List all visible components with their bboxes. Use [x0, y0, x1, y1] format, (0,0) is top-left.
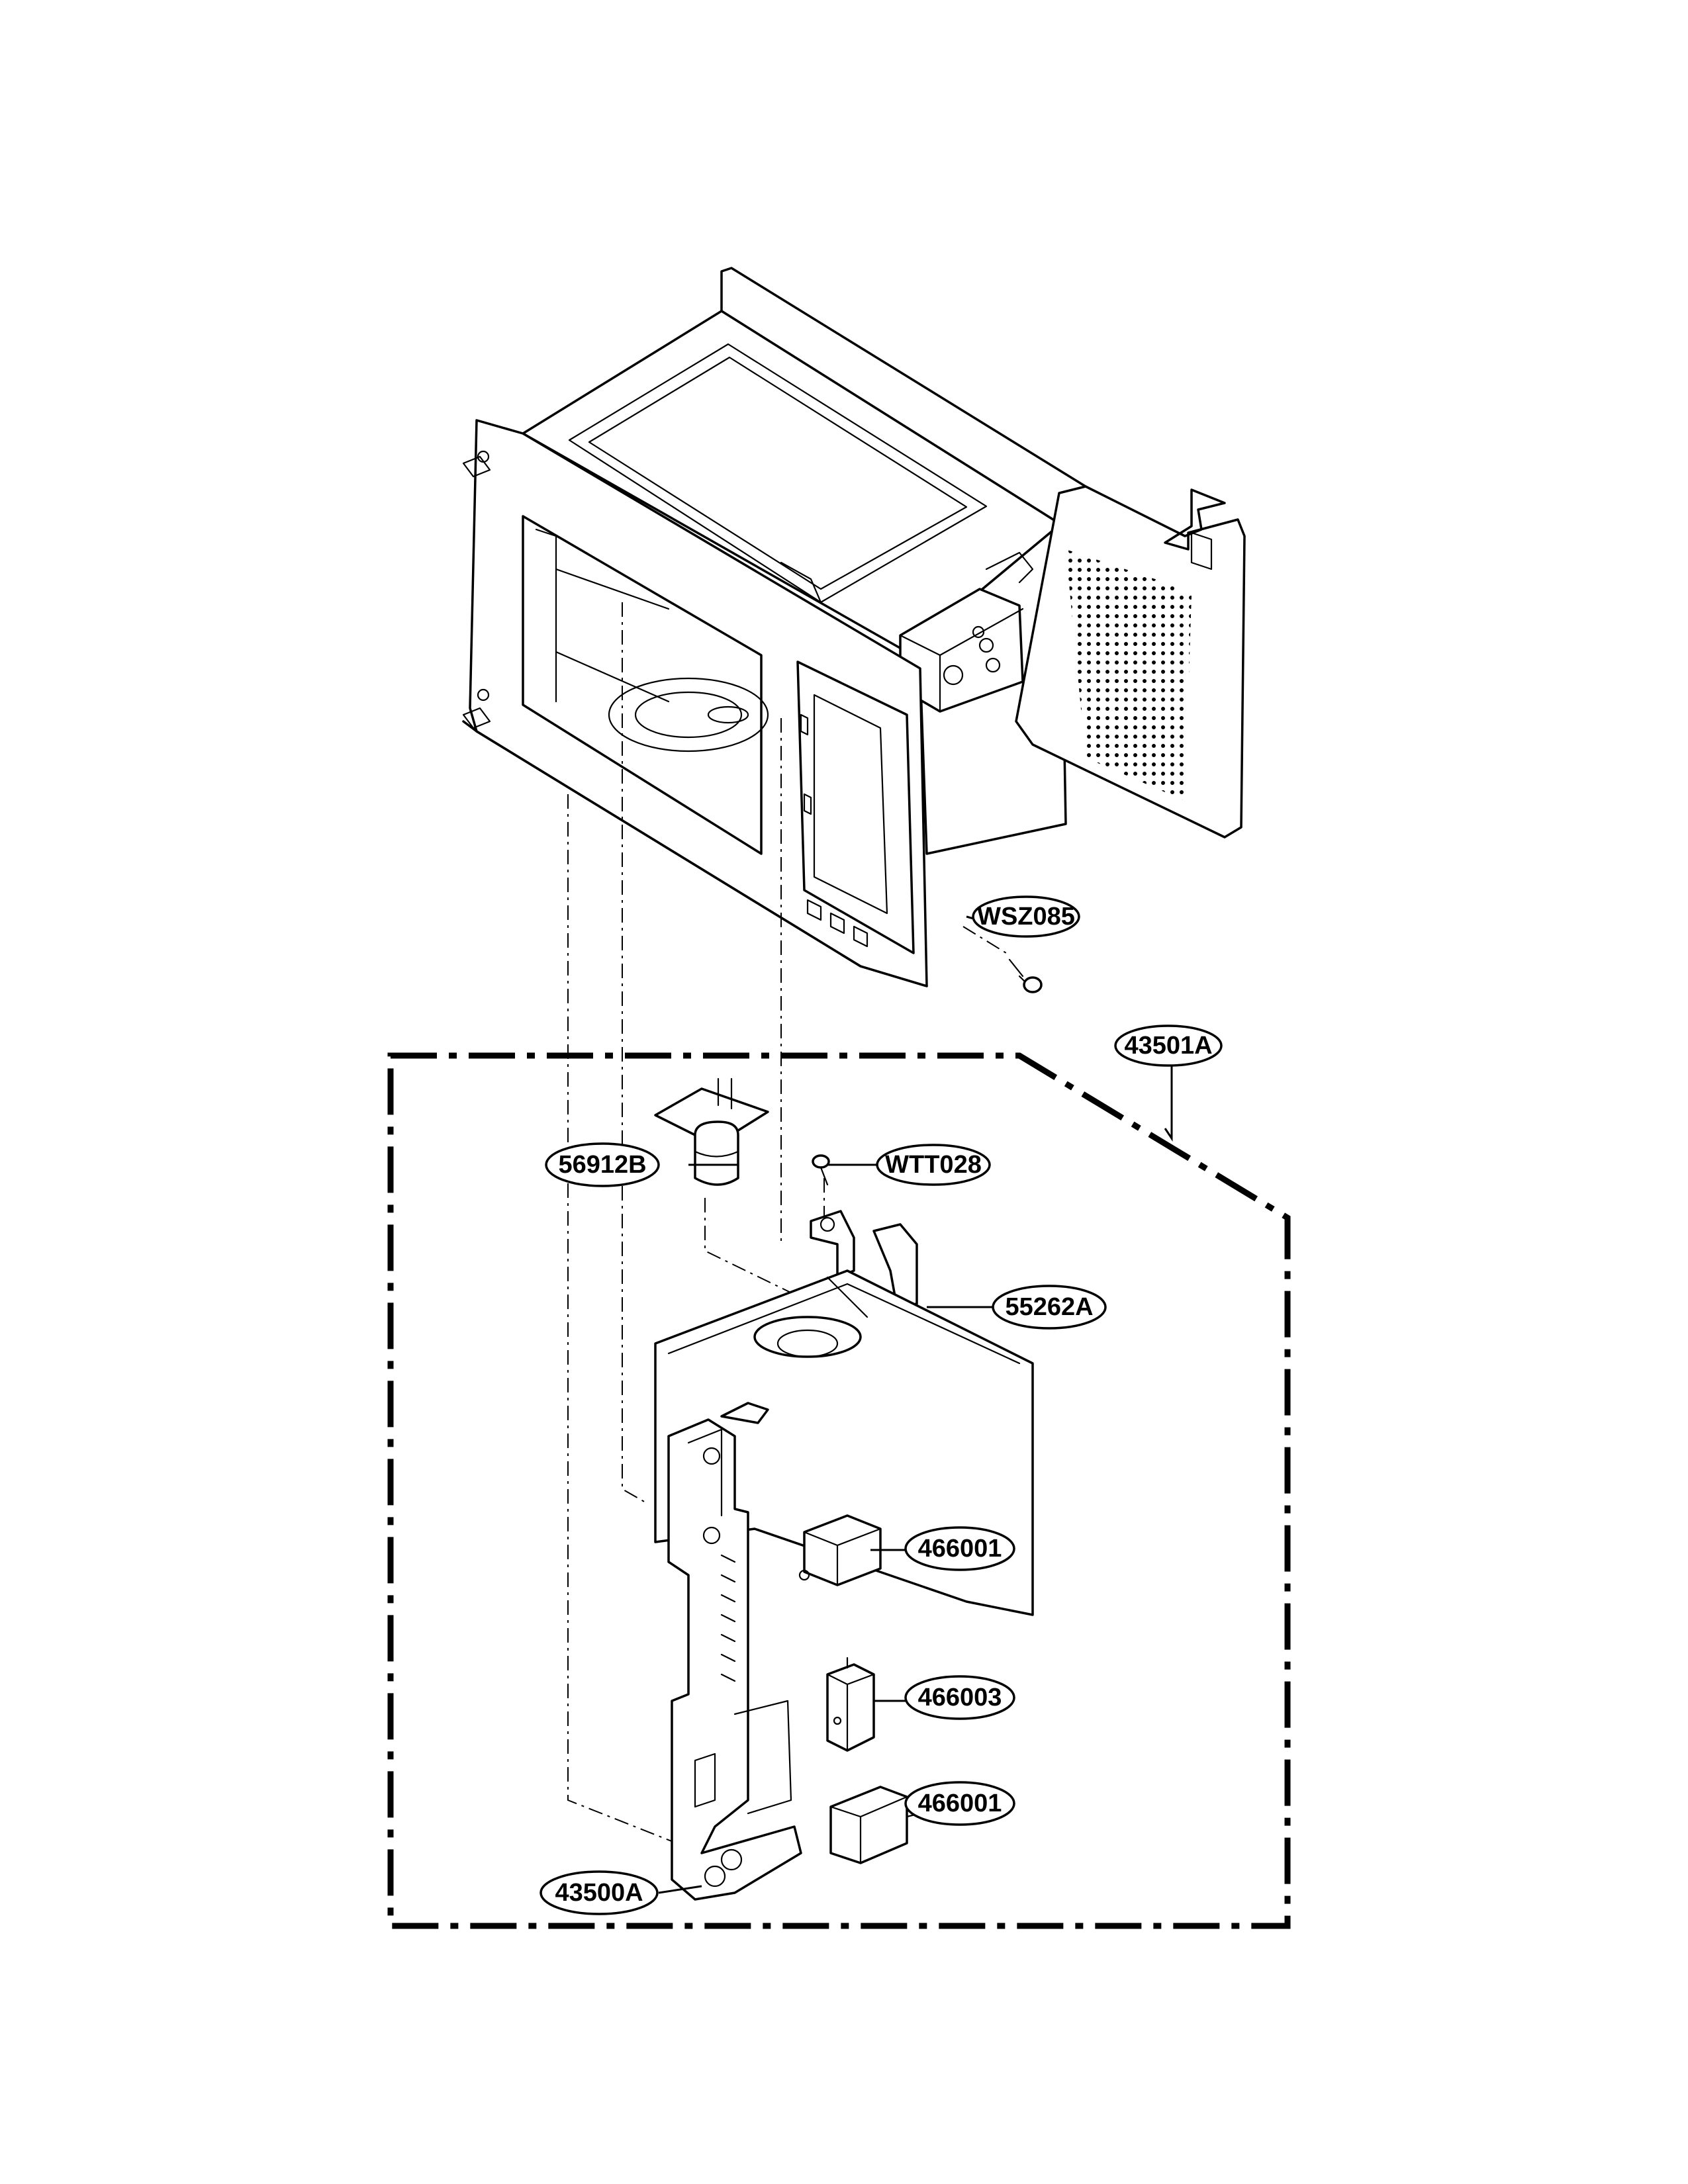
turntable	[608, 677, 769, 752]
top-raised-panel	[568, 343, 988, 604]
lamp-56912b	[654, 1077, 769, 1186]
svg-text:466001: 466001	[918, 1535, 1002, 1563]
svg-text:56912B: 56912B	[558, 1151, 646, 1179]
leader-lines	[658, 915, 1173, 1894]
callout-43500a: 43500A	[539, 1870, 659, 1915]
svg-text:WTT028: WTT028	[885, 1151, 982, 1179]
svg-text:466001: 466001	[918, 1790, 1002, 1817]
callout-466001-lower: 466001	[904, 1781, 1015, 1826]
callout-wtt028: WTT028	[876, 1144, 991, 1186]
callout-56912b: 56912B	[545, 1142, 660, 1187]
callout-55262a: 55262A	[992, 1285, 1107, 1330]
screw-wsz085	[1008, 958, 1043, 993]
microwave-cavity-assembly	[462, 267, 1246, 987]
callout-466001-upper: 466001	[904, 1526, 1015, 1571]
switch-466001-lower	[829, 1786, 921, 1864]
latch-lever-43500a	[667, 1402, 802, 1901]
callout-wsz085: WSZ085	[972, 895, 1080, 938]
assembly-boundary	[387, 1052, 1291, 1929]
svg-text:WSZ085: WSZ085	[977, 903, 1075, 931]
control-cutout	[796, 660, 915, 954]
vent-perforation	[1066, 549, 1192, 801]
callout-43501a: 43501A	[1114, 1024, 1223, 1067]
svg-text:43500A: 43500A	[555, 1879, 643, 1907]
callout-466003: 466003	[904, 1675, 1015, 1720]
svg-text:55262A: 55262A	[1005, 1293, 1093, 1321]
svg-text:43501A: 43501A	[1124, 1032, 1212, 1060]
screw-wtt028	[812, 1154, 830, 1186]
svg-text:466003: 466003	[918, 1684, 1002, 1711]
switch-466003	[826, 1657, 875, 1752]
switch-466001-upper	[798, 1514, 882, 1586]
